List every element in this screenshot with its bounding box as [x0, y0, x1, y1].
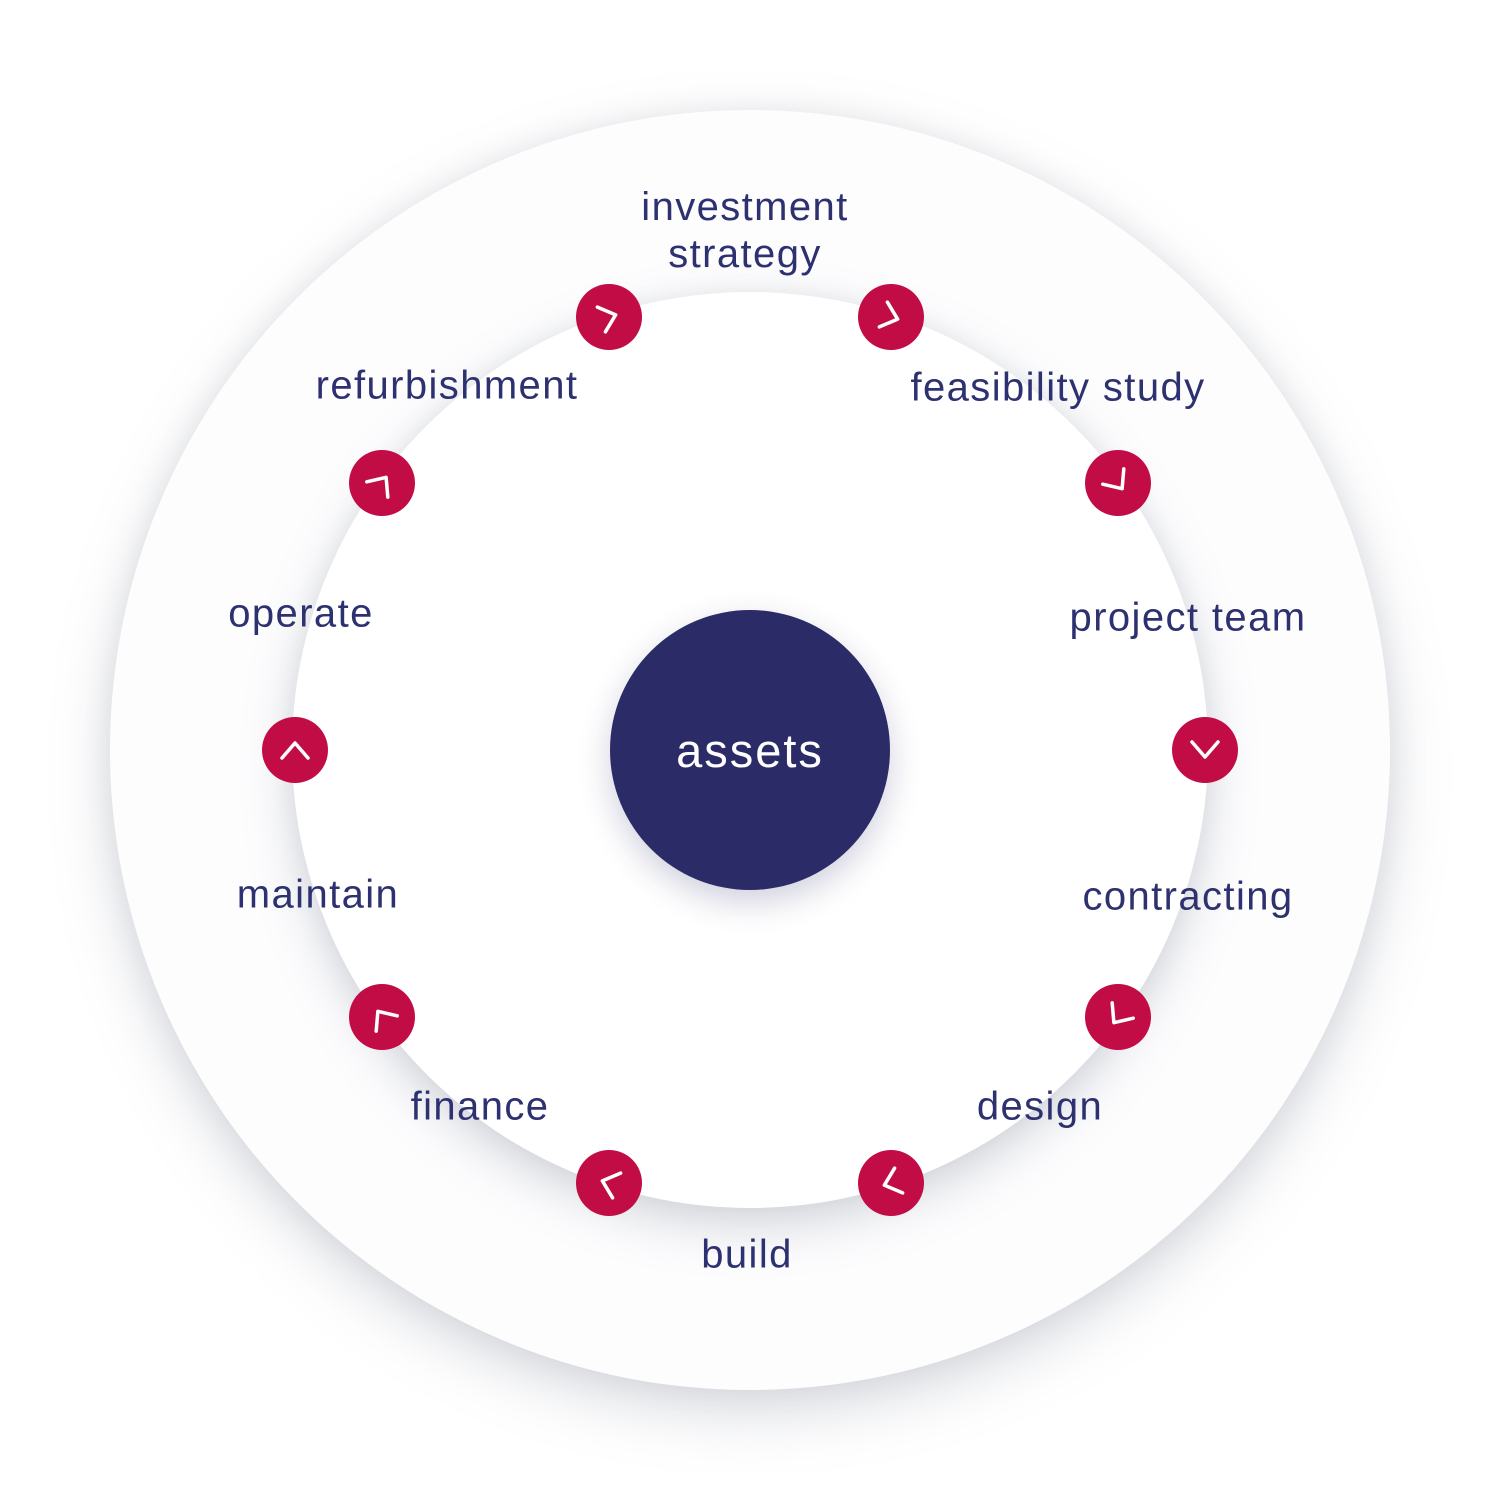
step-label-build: build: [701, 1232, 793, 1277]
chevron-clockwise-icon: [877, 300, 900, 329]
step-label-investment-strategy: investment strategy: [641, 184, 849, 276]
chevron-clockwise-icon: [365, 475, 390, 499]
step-label-project-team: project team: [1069, 595, 1307, 640]
chevron-clockwise-icon: [1190, 740, 1220, 759]
chevron-clockwise-icon: [1101, 467, 1126, 491]
step-arrow-badge-8: [349, 984, 415, 1050]
step-arrow-badge-6: [858, 1150, 924, 1216]
assets-center-circle: assets: [610, 610, 890, 890]
step-label-design: design: [976, 1084, 1104, 1129]
chevron-clockwise-icon: [595, 305, 618, 334]
step-label-refurbishment: refurbishment: [315, 363, 579, 408]
step-arrow-badge-5: [1085, 984, 1151, 1050]
step-label-operate: operate: [228, 591, 374, 636]
center-label: assets: [676, 723, 824, 777]
step-label-maintain: maintain: [236, 872, 400, 917]
step-arrow-badge-2: [858, 284, 924, 350]
chevron-clockwise-icon: [280, 741, 310, 760]
step-arrow-badge-9: [262, 717, 328, 783]
step-arrow-badge-4: [1172, 717, 1238, 783]
chevron-clockwise-icon: [374, 1009, 399, 1033]
step-arrow-badge-3: [1085, 450, 1151, 516]
chevron-clockwise-icon: [1110, 1001, 1135, 1025]
step-arrow-badge-7: [576, 1150, 642, 1216]
chevron-clockwise-icon: [600, 1171, 623, 1200]
step-arrow-badge-10: [349, 450, 415, 516]
step-label-feasibility-study: feasibility study: [910, 365, 1206, 410]
step-arrow-badge-1: [576, 284, 642, 350]
chevron-clockwise-icon: [882, 1166, 905, 1195]
step-label-contracting: contracting: [1082, 874, 1294, 919]
step-label-finance: finance: [410, 1084, 550, 1129]
